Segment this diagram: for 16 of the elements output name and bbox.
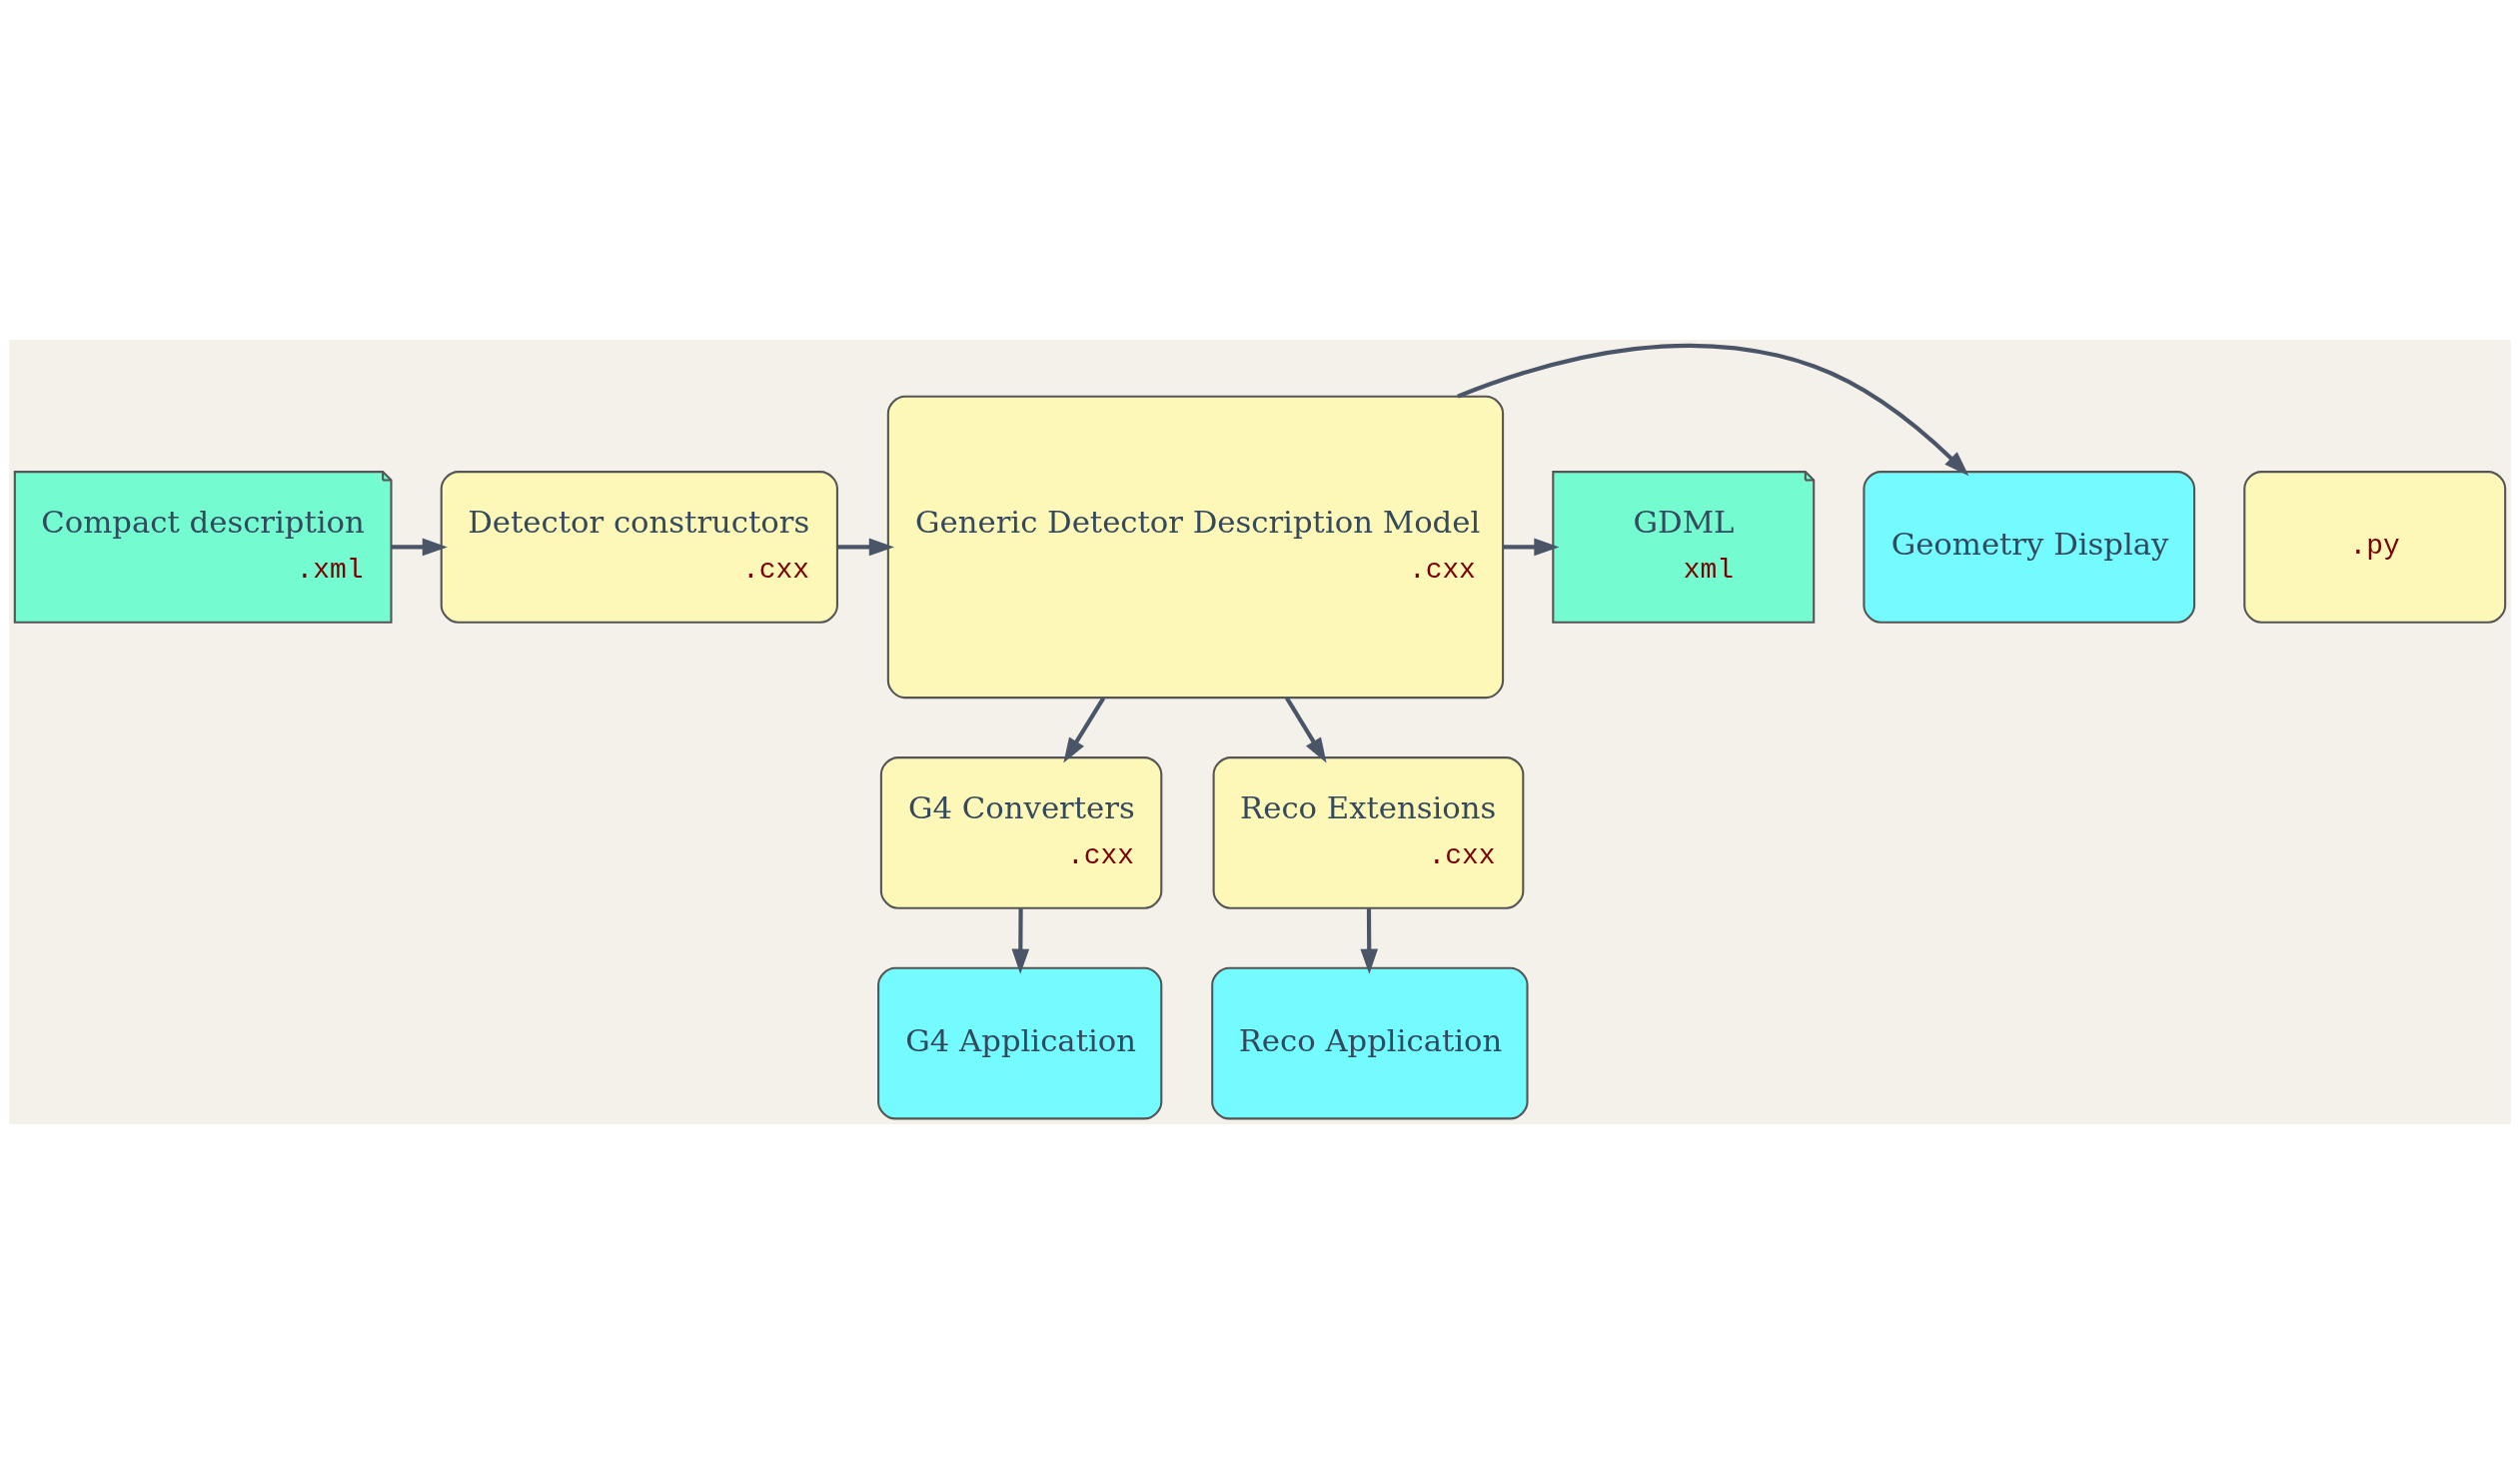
node-box: Detector constructors .cxx [440,470,838,624]
node-box: .py [2243,470,2507,624]
arrow [391,538,448,556]
node-box: Reco Application [1211,966,1529,1119]
node-box: Reco Extensions .cxx [1212,755,1525,909]
node-box: Generic Detector Description Model .cxx [886,395,1505,699]
arrow [1503,538,1560,556]
arrow [1457,343,1969,476]
node-box: G4 Application [877,966,1163,1119]
arrow [1360,907,1379,974]
arrow [1285,696,1327,762]
arrow [1011,907,1030,974]
node-box: Geometry Display [1863,470,2196,624]
arrow [837,538,894,556]
node-box: G4 Converters .cxx [879,755,1163,909]
arrow [1063,696,1106,762]
